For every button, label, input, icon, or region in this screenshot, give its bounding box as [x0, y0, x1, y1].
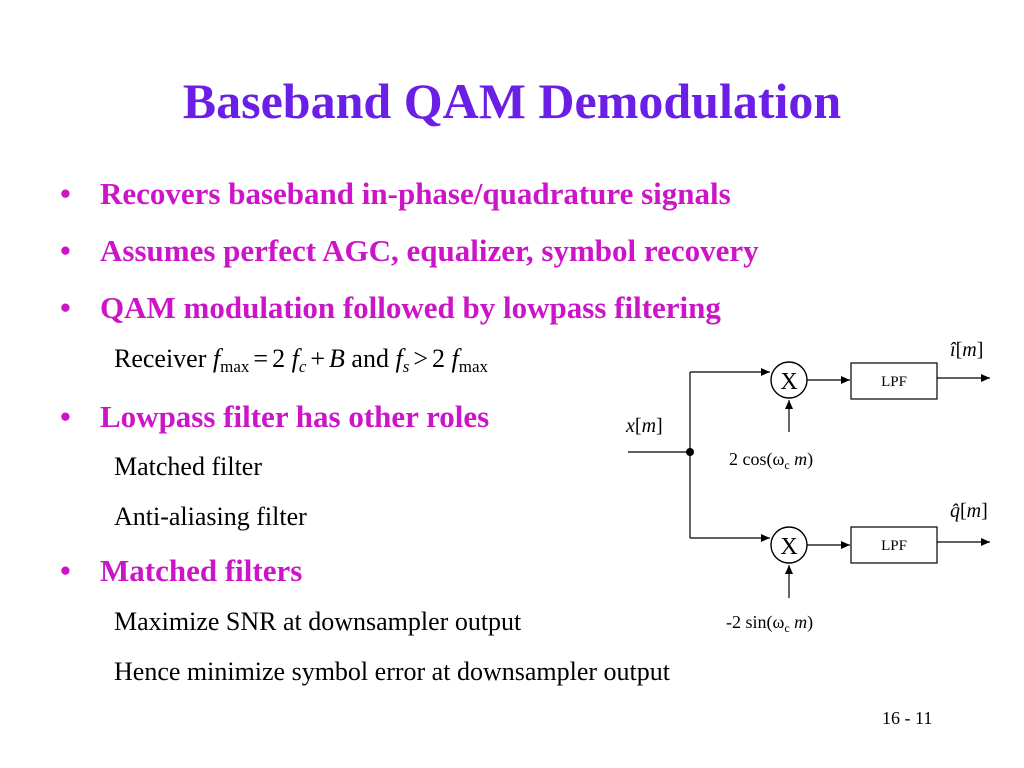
subitem-maximize-snr: Maximize SNR at downsampler output [114, 607, 522, 636]
bullet-5: • Matched filters [60, 549, 302, 593]
top-lpf-label: LPF [881, 374, 907, 390]
bullet-marker: • [60, 399, 71, 434]
receiver-and: and [351, 344, 389, 373]
bullet-marker: • [60, 233, 71, 268]
bullet-3: • QAM modulation followed by lowpass filt… [60, 286, 721, 330]
receiver-equation: Receiver fmax=2 fc+B and fs>2 fmax [114, 344, 489, 376]
bullet-text: QAM modulation followed by lowpass filte… [100, 290, 721, 325]
page-number: 16 - 11 [882, 708, 933, 728]
subitem-minimize-error: Hence minimize symbol error at downsampl… [114, 657, 670, 686]
subitem-matched-filter: Matched filter [114, 452, 262, 481]
top-mixer-symbol: X [780, 369, 797, 395]
input-label: x[m] [625, 415, 663, 437]
bullet-marker: • [60, 176, 71, 211]
bullet-marker: • [60, 553, 71, 588]
bottom-lpf-label: LPF [881, 538, 907, 554]
bullet-marker: • [60, 290, 71, 325]
top-output-label: î[m] [950, 339, 983, 361]
bottom-lpf-block [850, 526, 938, 564]
bullet-1: • Recovers baseband in-phase/quadrature s… [60, 172, 731, 216]
receiver-prefix: Receiver [114, 344, 207, 373]
bullet-text: Assumes perfect AGC, equalizer, symbol r… [100, 233, 759, 268]
bullet-text: Matched filters [100, 553, 303, 588]
top-carrier-label: 2 cos(ωc m) [729, 449, 813, 472]
page-title: Baseband QAM Demodulation [182, 73, 842, 129]
bullet-4: • Lowpass filter has other roles [60, 395, 489, 439]
subitem-anti-aliasing: Anti-aliasing filter [114, 502, 307, 531]
bullet-text: Recovers baseband in-phase/quadrature si… [100, 176, 731, 211]
bullet-2: • Assumes perfect AGC, equalizer, symbol … [60, 229, 759, 273]
top-lpf-block [850, 362, 938, 400]
bottom-mixer-symbol: X [780, 534, 797, 560]
bottom-output-label: q̂[m] [950, 500, 988, 522]
bullet-text: Lowpass filter has other roles [100, 399, 490, 434]
bottom-carrier-label: -2 sin(ωc m) [726, 612, 813, 635]
